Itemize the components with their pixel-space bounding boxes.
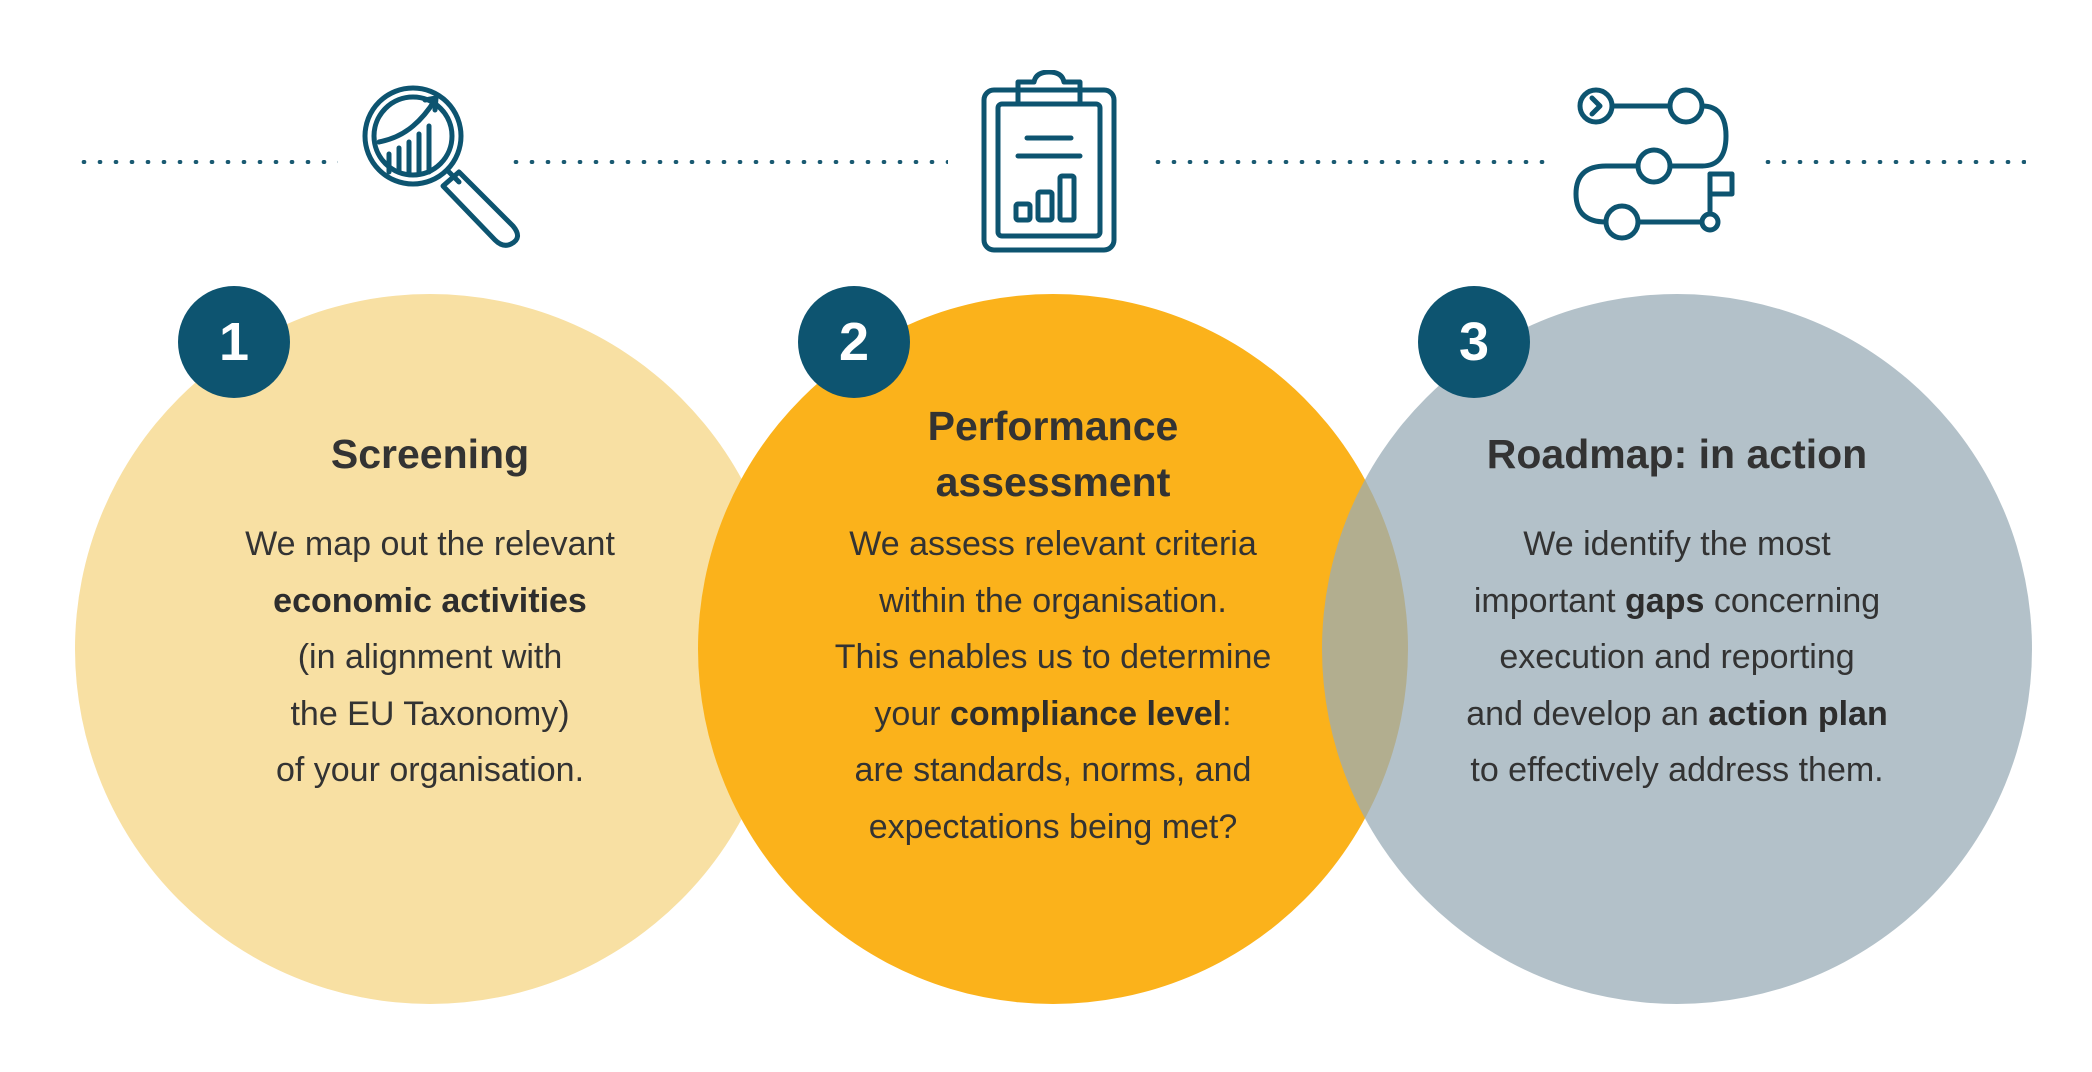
text-run: your [874, 694, 950, 733]
text-run: and develop an [1466, 694, 1709, 733]
text-run: of your organisation. [275, 751, 585, 789]
text-run: This enables us to determine [834, 638, 1272, 676]
step-2-badge: 2 [798, 286, 910, 398]
step-1-title: Screening [150, 426, 710, 482]
text-run: action plan [1708, 694, 1888, 733]
text-run: gaps [1625, 581, 1705, 620]
text-run: concerning [1704, 581, 1881, 620]
text-line: of your organisation. [150, 742, 710, 799]
magnifier-chart-icon [362, 85, 520, 248]
text-line: the EU Taxonomy) [150, 686, 710, 743]
text-run: within the organisation. [879, 581, 1227, 620]
text-line: expectations being met? [773, 799, 1333, 856]
title-line: assessment [935, 459, 1171, 505]
step-3-title: Roadmap: in action [1397, 426, 1957, 482]
step-1-circle [75, 294, 785, 1004]
text-run: execution and reporting [1499, 638, 1855, 676]
step-2-circle [698, 294, 1408, 1004]
text-run: (in alignment with [297, 638, 563, 676]
clipboard-chart-icon [981, 70, 1117, 253]
text-line: important gaps concerning [1397, 573, 1957, 630]
text-line: We assess relevant criteria [773, 516, 1333, 573]
text-line: (in alignment with [150, 629, 710, 686]
text-run: the EU Taxonomy) [290, 694, 570, 733]
title-line: Performance [927, 403, 1179, 449]
step-3-content: Roadmap: in action We identify the most … [1397, 426, 1957, 799]
text-run: to effectively address them. [1470, 751, 1884, 789]
text-run: We identify the most [1523, 525, 1831, 563]
text-line: economic activities [150, 573, 710, 630]
dotted-connector [76, 160, 338, 164]
dotted-connector [508, 160, 948, 164]
text-line: to effectively address them. [1397, 742, 1957, 799]
step-3-description: We identify the most important gaps conc… [1397, 516, 1957, 799]
text-line: We identify the most [1397, 516, 1957, 573]
step-1-badge: 1 [178, 286, 290, 398]
text-line: This enables us to determine [773, 629, 1333, 686]
dotted-connector [1760, 160, 2026, 164]
step-1-content: Screening We map out the relevant econom… [150, 426, 710, 799]
text-line: within the organisation. [773, 573, 1333, 630]
text-run: We assess relevant criteria [849, 525, 1257, 563]
text-line: and develop an action plan [1397, 686, 1957, 743]
title-line: Roadmap: in action [1486, 431, 1868, 477]
text-line: execution and reporting [1397, 629, 1957, 686]
text-line: your compliance level: [773, 686, 1333, 743]
step-1-description: We map out the relevant economic activit… [150, 516, 710, 799]
step-2-description: We assess relevant criteria within the o… [773, 516, 1333, 855]
step-2-content: Performance assessment We assess relevan… [773, 398, 1333, 855]
step-3-circle [1322, 294, 2032, 1004]
text-run: important [1473, 581, 1626, 620]
text-run: : [1222, 694, 1232, 733]
roadmap-path-icon [1573, 87, 1735, 241]
dotted-connector [1150, 160, 1550, 164]
text-run: are standards, norms, and [854, 751, 1252, 789]
title-line: Screening [330, 431, 530, 477]
text-run: economic activities [273, 581, 587, 620]
text-line: are standards, norms, and [773, 742, 1333, 799]
text-run: We map out the relevant [245, 525, 615, 563]
step-3-badge: 3 [1418, 286, 1530, 398]
text-line: We map out the relevant [150, 516, 710, 573]
text-run: compliance level [950, 694, 1223, 733]
text-run: expectations being met? [868, 807, 1238, 846]
step-2-title: Performance assessment [773, 398, 1333, 510]
